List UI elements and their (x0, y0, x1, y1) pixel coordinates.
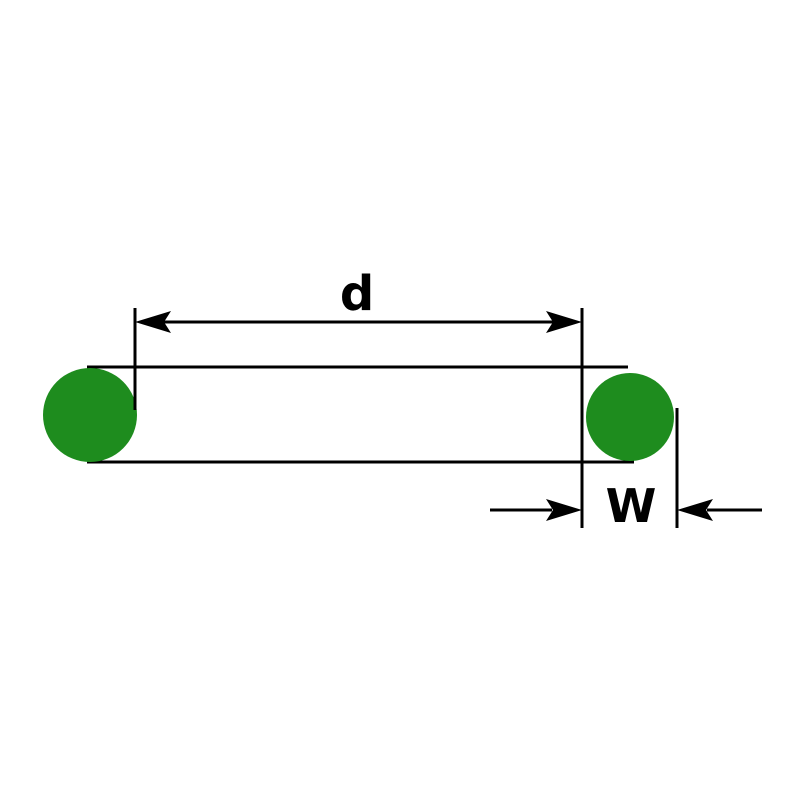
d-arrowhead-left-icon (135, 311, 171, 333)
w-arrowhead-right-icon (677, 499, 713, 521)
d-arrowhead-right-icon (546, 311, 582, 333)
left-cross-section-circle (43, 368, 137, 462)
inner-diameter-label: d (340, 266, 374, 322)
w-arrowhead-left-icon (546, 499, 582, 521)
cross-section-width-label: W (606, 479, 657, 533)
right-cross-section-circle (586, 373, 674, 461)
